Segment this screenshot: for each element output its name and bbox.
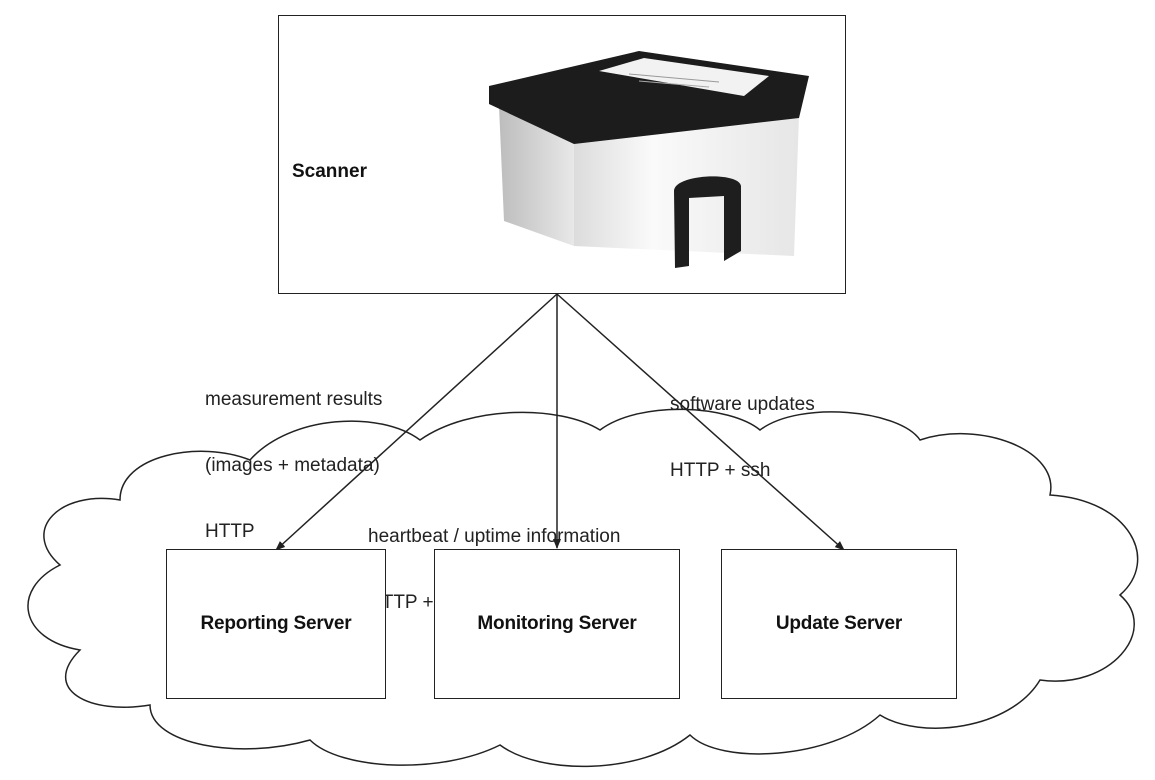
heartbeat-line-1: heartbeat / uptime information [368, 526, 621, 547]
reporting-server-label: Reporting Server [200, 613, 352, 634]
scanner-device-icon [489, 51, 809, 268]
cloud-shape [27, 408, 1139, 768]
software-line-1: software updates [670, 394, 815, 415]
measurement-edge-label: measurement results (images + metadata) … [205, 345, 382, 587]
measurement-line-2: (images + metadata) [205, 455, 380, 476]
software-line-2: HTTP + ssh [670, 460, 771, 481]
monitoring-server-label: Monitoring Server [477, 613, 637, 634]
measurement-line-3: HTTP [205, 521, 255, 542]
scanner-label: Scanner [292, 161, 367, 182]
update-server-label: Update Server [775, 613, 903, 634]
monitoring-server-node: Monitoring Server [434, 549, 680, 699]
measurement-line-1: measurement results [205, 389, 383, 410]
scanner-node: Scanner [278, 15, 846, 294]
update-server-node: Update Server [721, 549, 957, 699]
arrow-to-reporting [275, 293, 558, 551]
reporting-server-node: Reporting Server [166, 549, 386, 699]
arrow-to-update [556, 293, 845, 551]
software-edge-label: software updates HTTP + ssh [670, 350, 815, 526]
